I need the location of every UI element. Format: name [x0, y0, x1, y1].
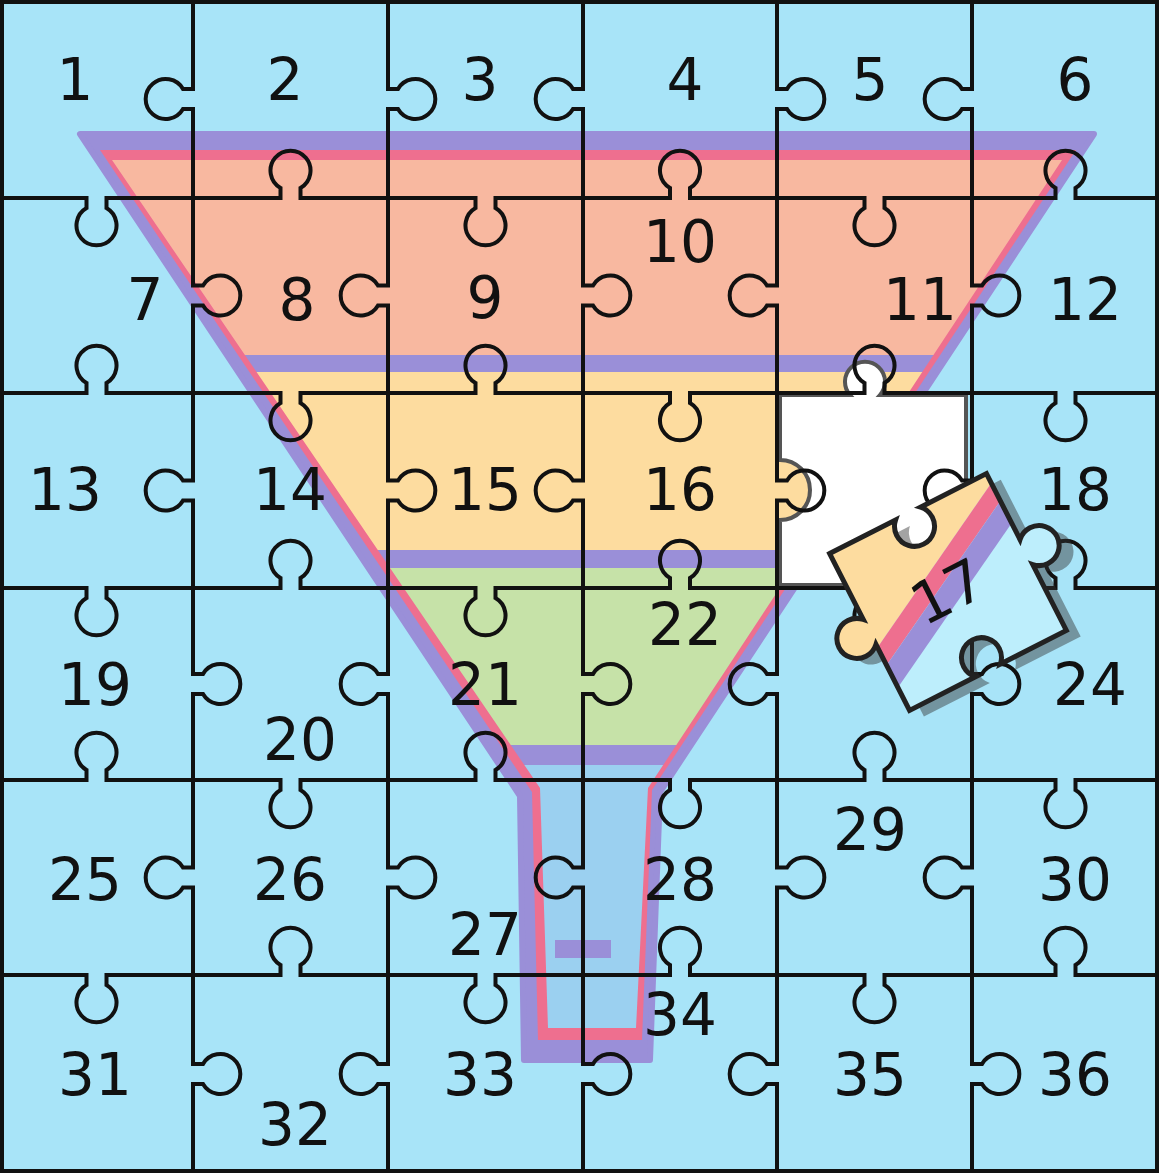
piece-number: 10	[643, 213, 717, 271]
piece-number: 5	[852, 51, 889, 109]
piece-number: 12	[1048, 271, 1122, 329]
piece-number: 1	[57, 51, 94, 109]
piece-number: 16	[643, 461, 717, 519]
piece-number: 24	[1053, 656, 1127, 714]
piece-number: 33	[443, 1046, 517, 1104]
piece-number: 36	[1038, 1046, 1112, 1104]
piece-number: 21	[448, 656, 522, 714]
piece-number: 30	[1038, 851, 1112, 909]
piece-number: 11	[883, 271, 957, 329]
piece-number: 32	[258, 1096, 332, 1154]
piece-number: 20	[263, 711, 337, 769]
piece-number: 3	[462, 51, 499, 109]
piece-number: 28	[643, 851, 717, 909]
piece-number: 19	[58, 656, 132, 714]
piece-number: 27	[448, 906, 522, 964]
piece-number: 13	[28, 461, 102, 519]
piece-number: 7	[127, 271, 164, 329]
piece-number: 34	[643, 986, 717, 1044]
piece-number: 6	[1057, 51, 1094, 109]
piece-number: 18	[1038, 461, 1112, 519]
piece-number: 8	[279, 271, 316, 329]
piece-number: 31	[58, 1046, 132, 1104]
piece-number: 15	[448, 461, 522, 519]
piece-number: 2	[267, 51, 304, 109]
piece-number: 25	[48, 851, 122, 909]
piece-number: 29	[833, 801, 907, 859]
piece-number: 14	[253, 461, 327, 519]
piece-number: 9	[467, 269, 504, 327]
piece-number: 22	[648, 596, 722, 654]
piece-number: 26	[253, 851, 327, 909]
piece-number: 4	[667, 51, 704, 109]
piece-number: 35	[833, 1046, 907, 1104]
